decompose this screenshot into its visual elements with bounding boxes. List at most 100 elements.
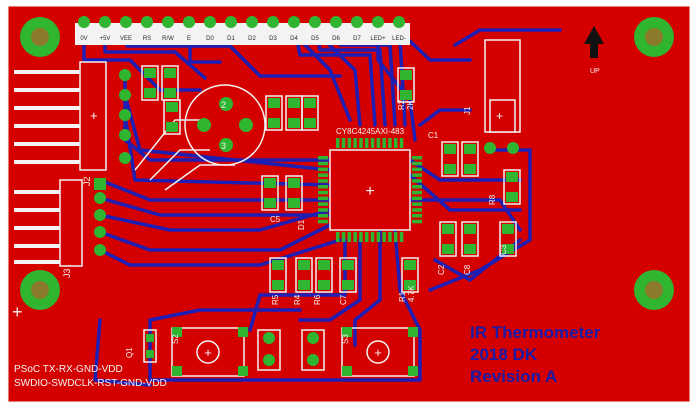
chip-label: CY8C4245AXI-483: [336, 127, 405, 136]
smd-pad: [318, 280, 330, 290]
svg-text:+: +: [496, 109, 503, 123]
plus-marker: +: [12, 302, 23, 322]
chip-pin: [412, 190, 422, 195]
smd-footprint: [285, 175, 303, 211]
board-title: IR Thermometer: [470, 323, 601, 342]
header-pin-label: LED+: [370, 36, 386, 42]
smd-pad: [404, 260, 416, 270]
smd-pad: [400, 70, 412, 80]
header-pin-label: D0: [206, 36, 214, 42]
smd-pad: [342, 280, 354, 290]
smd-pad: [264, 198, 276, 208]
chip-pin: [412, 156, 422, 160]
header-pin-pad: [78, 16, 90, 28]
smd-pad: [272, 280, 284, 290]
header-pin-label: D4: [290, 36, 298, 42]
svg-text:+: +: [90, 108, 98, 123]
smd-footprint: [339, 257, 357, 293]
smd-pad: [288, 118, 300, 128]
chip-pin: [399, 138, 404, 148]
smd-pad: [144, 68, 156, 78]
chip-pin: [376, 138, 381, 148]
chip-pin: [412, 196, 422, 201]
header-pin-label: D7: [353, 36, 361, 42]
chip-pin: [318, 202, 328, 206]
label-c7: C7: [339, 294, 348, 305]
chip-pin: [412, 167, 422, 172]
mounting-hole-bottom-left: [20, 270, 60, 310]
chip-pin: [353, 232, 357, 242]
smd-pad: [506, 172, 518, 182]
smd-pad: [298, 260, 310, 270]
chip-pin: [347, 232, 352, 242]
header-pin-pad: [393, 16, 405, 28]
smd-pad: [304, 98, 316, 108]
smd-pad: [264, 178, 276, 188]
chip-pin: [318, 219, 328, 224]
chip-pin: [318, 156, 328, 160]
chip-pin: [412, 173, 422, 177]
switch-s3: + S3: [341, 327, 418, 377]
svg-text:2: 2: [221, 100, 226, 110]
label-r2: R2: [397, 99, 406, 110]
smd-pad: [268, 98, 280, 108]
header-pin-pad: [141, 16, 153, 28]
board-revision: Revision A: [470, 367, 557, 386]
up-arrow-icon: [584, 26, 604, 58]
chip-pin: [318, 173, 328, 177]
chip-pin: [318, 185, 328, 189]
label-d1: D1: [297, 219, 306, 230]
label-r1-value: 4.7K: [407, 285, 416, 302]
label-r4: R4: [293, 294, 302, 305]
smd-pad: [268, 118, 280, 128]
header-pin-pad: [372, 16, 384, 28]
smd-pad: [404, 280, 416, 290]
header-pin-pad: [225, 16, 237, 28]
header-pin-label: R/W: [162, 36, 174, 42]
chip-pin: [353, 138, 357, 148]
header-pin-pad: [351, 16, 363, 28]
connector-j2-pads: [119, 69, 131, 164]
label-r1: R1: [398, 291, 407, 302]
header-pin-label: D2: [248, 36, 256, 42]
ir-sensor-footprint: 2 3: [197, 97, 253, 152]
chip-pin: [318, 196, 328, 201]
label-r5: R5: [271, 294, 280, 305]
label-j2: J2: [82, 176, 92, 186]
chip-pin: [341, 138, 346, 148]
smd-pad: [298, 280, 310, 290]
smd-pad: [464, 144, 476, 154]
chip-pin: [347, 138, 352, 148]
label-c8: C8: [463, 264, 472, 275]
smd-pad: [272, 260, 284, 270]
smd-pad: [166, 122, 178, 132]
smd-footprint: [163, 99, 181, 135]
mounting-hole-bottom-right: [634, 270, 674, 310]
smd-footprint: [499, 221, 517, 257]
header-pin-label: +5V: [100, 36, 111, 42]
chip-pin: [412, 161, 422, 166]
mounting-hole-top-right: [634, 17, 674, 57]
smd-footprint: [295, 257, 313, 293]
header-pin-pad: [330, 16, 342, 28]
header-pin-pad: [99, 16, 111, 28]
label-c2: C2: [437, 264, 446, 275]
chip-pin: [318, 208, 328, 212]
passive-components: [141, 65, 521, 293]
chip-pin: [370, 232, 375, 242]
microcontroller: + CY8C4245AXI-483: [318, 127, 422, 242]
svg-text:+: +: [365, 183, 374, 200]
header-pin-pad: [309, 16, 321, 28]
smd-pad: [304, 118, 316, 128]
chip-pin: [318, 214, 328, 218]
label-j1: J1: [463, 106, 472, 115]
label-r2-value: 2K: [406, 100, 415, 110]
led-pads: [257, 329, 325, 371]
psoc-uart-note: PSoC TX-RX-GND-VDD: [14, 364, 123, 375]
label-c1: C1: [428, 131, 439, 140]
chip-pin: [336, 232, 340, 242]
header-pin-pad: [267, 16, 279, 28]
chip-pin: [341, 232, 346, 242]
smd-pad: [464, 244, 476, 254]
